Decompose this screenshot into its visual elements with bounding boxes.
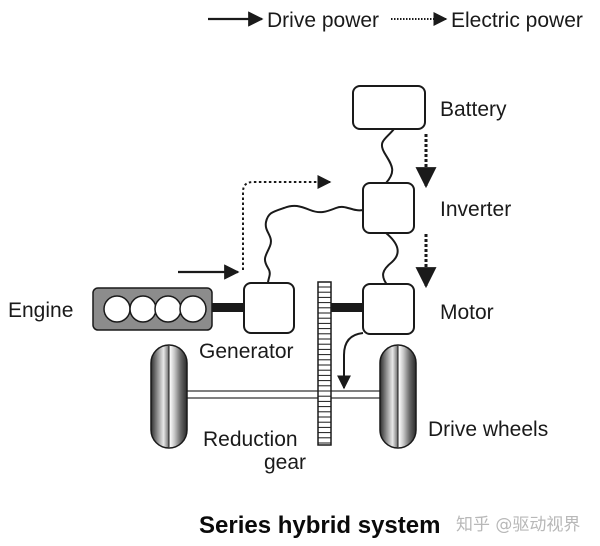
axle bbox=[186, 390, 382, 399]
drive-wheels-label: Drive wheels bbox=[428, 418, 548, 441]
motor-label: Motor bbox=[440, 301, 494, 324]
engine-cylinder bbox=[129, 295, 157, 323]
wire-inverter-generator bbox=[263, 204, 364, 284]
engine-cylinder bbox=[179, 295, 207, 323]
wire-battery-inverter bbox=[380, 128, 395, 184]
legend-drive-power-label: Drive power bbox=[267, 9, 379, 32]
legend: Drive power Electric power bbox=[208, 9, 583, 32]
battery-label: Battery bbox=[440, 98, 507, 121]
engine-cylinder bbox=[103, 295, 131, 323]
engine-block bbox=[92, 287, 213, 331]
motor-to-axle-arrow-icon bbox=[337, 332, 364, 390]
right-drive-wheel bbox=[379, 344, 417, 449]
gear-motor-shaft bbox=[331, 303, 364, 312]
legend-electric-power-label: Electric power bbox=[451, 9, 583, 32]
inverter-box bbox=[362, 182, 415, 234]
diagram-title: Series hybrid system bbox=[199, 512, 440, 539]
reduction-gear bbox=[317, 281, 332, 446]
engine-generator-shaft bbox=[212, 303, 246, 312]
wire-inverter-motor bbox=[382, 232, 399, 287]
motor-box bbox=[362, 283, 415, 335]
generator-label: Generator bbox=[199, 340, 294, 363]
wires bbox=[263, 128, 399, 287]
engine-label: Engine bbox=[8, 299, 73, 322]
watermark: 知乎 @驱动视界 bbox=[456, 515, 580, 535]
engine-cylinder bbox=[154, 295, 182, 323]
generator-to-inverter-arrow-icon bbox=[242, 175, 332, 270]
legend-drive-power: Drive power bbox=[208, 9, 379, 32]
drive-flows bbox=[178, 264, 364, 390]
electric-flows bbox=[242, 134, 437, 289]
generator-box bbox=[243, 282, 295, 334]
reduction-gear-label-line1: Reduction bbox=[203, 428, 298, 451]
left-drive-wheel bbox=[150, 344, 188, 449]
reduction-gear-label-line2: gear bbox=[264, 451, 306, 474]
battery-box bbox=[352, 85, 426, 130]
inverter-label: Inverter bbox=[440, 198, 511, 221]
legend-electric-power: Electric power bbox=[391, 9, 583, 32]
